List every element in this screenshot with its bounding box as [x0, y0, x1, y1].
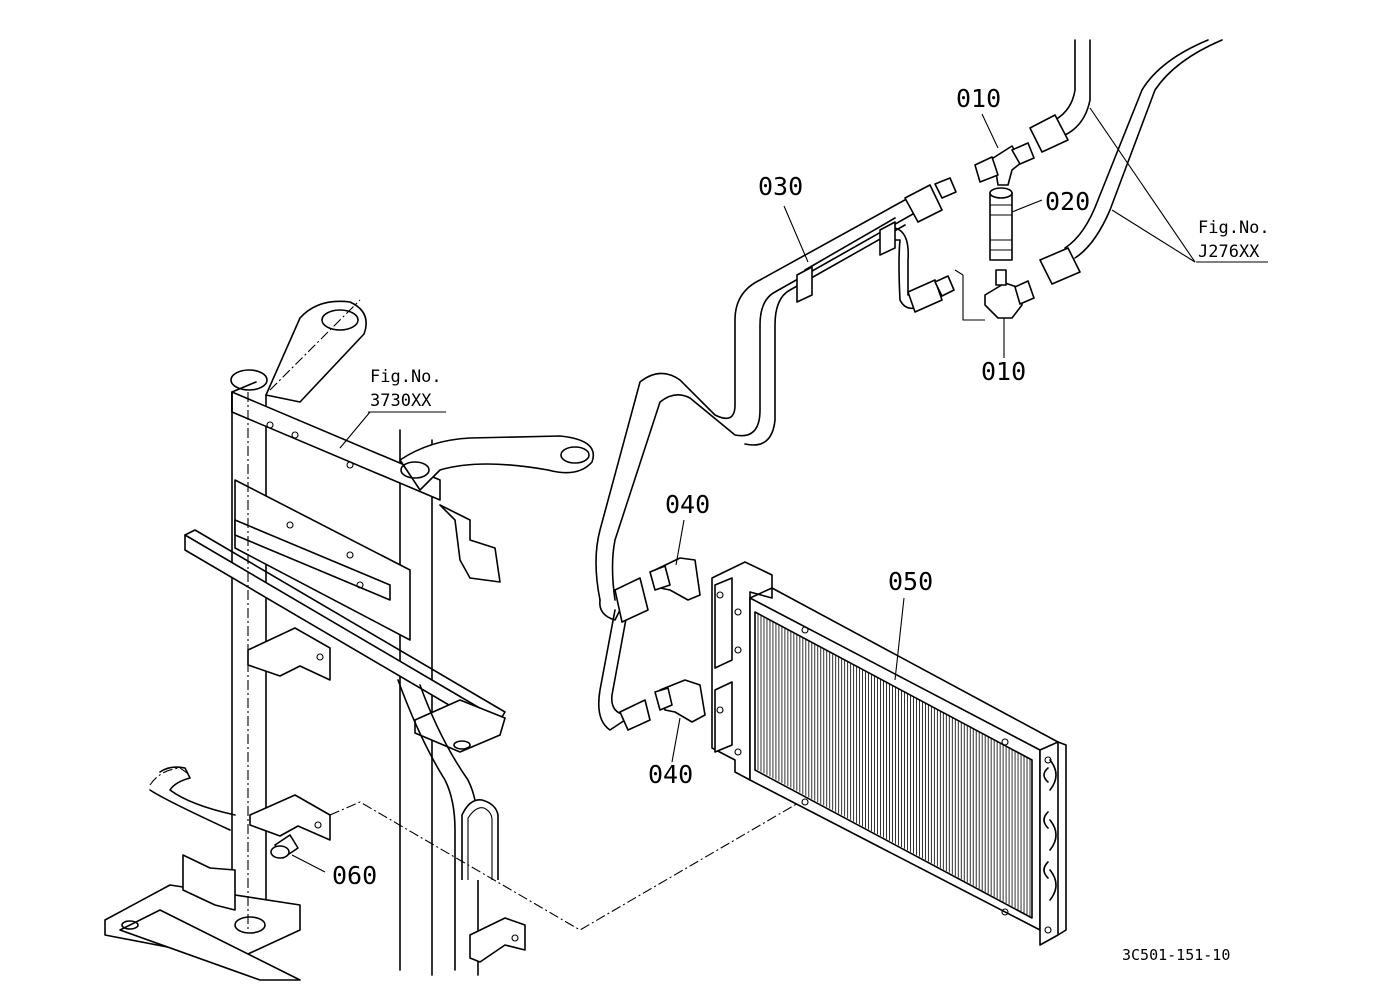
- cooler-fins: [757, 614, 1031, 916]
- elbow-fittings: [619, 557, 706, 731]
- part-label-030[interactable]: 030: [758, 172, 803, 201]
- hoses-j276: [1029, 39, 1223, 285]
- part-labels: 010 020 010 030 040 040 050 060 Fig.No. …: [332, 84, 1270, 964]
- part-label-010-top[interactable]: 010: [956, 84, 1001, 113]
- part-label-040-bottom[interactable]: 040: [648, 760, 693, 789]
- oil-pipe-030: [595, 177, 957, 731]
- part-label-060[interactable]: 060: [332, 861, 377, 890]
- part-label-010-bottom[interactable]: 010: [981, 357, 1026, 386]
- fig-ref-j276-line2[interactable]: J276XX: [1198, 242, 1260, 262]
- part-label-040-top[interactable]: 040: [665, 490, 710, 519]
- drawing-code: 3C501-151-10: [1122, 946, 1230, 964]
- oil-cooler-050: [711, 561, 1067, 946]
- frame-assembly: [104, 299, 801, 981]
- fig-ref-3730-line1: Fig.No.: [370, 367, 442, 387]
- part-label-050[interactable]: 050: [888, 567, 933, 596]
- fig-ref-j276-line1: Fig.No.: [1198, 218, 1270, 238]
- fig-ref-3730-line2[interactable]: 3730XX: [370, 391, 432, 411]
- tee-fittings: [954, 142, 1035, 321]
- leader-lines: [291, 107, 1268, 873]
- part-label-020[interactable]: 020: [1045, 187, 1090, 216]
